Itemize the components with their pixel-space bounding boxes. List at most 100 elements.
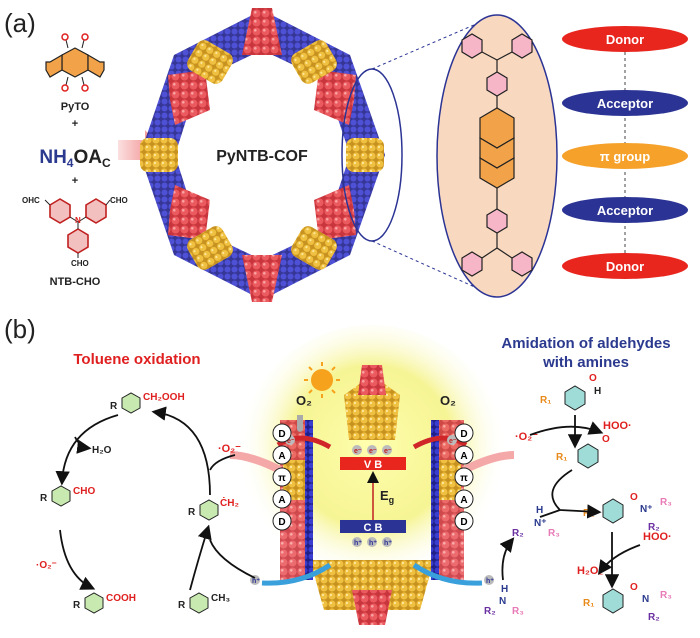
amine-h: H [501, 584, 508, 595]
h2o-label: H₂O [92, 445, 112, 456]
o2-label-left: O₂ [296, 393, 312, 408]
svg-text:h⁺: h⁺ [354, 540, 362, 547]
cof-label: PyNTB-COF [216, 148, 308, 165]
aminium-n: N⁺ [534, 518, 547, 529]
r1-label: R₁ [540, 395, 551, 406]
superoxide-label-left: ·O₂⁻ [218, 443, 241, 455]
hoo-label-top: HOO· [603, 420, 632, 432]
electron-arrow-right [412, 435, 468, 450]
superoxide-arrow-right [462, 451, 515, 474]
r-group: R [110, 401, 118, 412]
r1-label: R₁ [556, 452, 567, 463]
svg-text:π: π [460, 473, 468, 484]
hole-arrow-right [412, 562, 483, 586]
da-stack-left: D A π A D [272, 423, 292, 531]
svg-text:e⁻: e⁻ [287, 438, 295, 445]
svg-text:A: A [278, 451, 285, 462]
pyto-label: PyTO [61, 101, 90, 113]
dashed-connector [371, 14, 498, 70]
ntb-cho-label: NTB-CHO [50, 276, 101, 288]
r2-label: R₂ [648, 612, 660, 623]
svg-text:e⁻: e⁻ [354, 448, 362, 455]
svg-text:h⁺: h⁺ [369, 540, 377, 547]
sun-icon [304, 362, 340, 398]
bandgap-label: Eg [380, 488, 394, 505]
cooh-label: COOH [106, 593, 136, 604]
nh4oac-label: NH4OAC [39, 147, 111, 170]
r1-label: R₁ [583, 598, 594, 609]
valence-band [340, 457, 406, 470]
r3-label: R₃ [548, 528, 560, 539]
r2-label: R₂ [648, 522, 660, 533]
cho-label: CHO [110, 196, 128, 205]
svg-text:D: D [460, 517, 467, 528]
svg-text:h⁺: h⁺ [384, 540, 392, 547]
vb-label: V B [364, 459, 382, 471]
block-donor-bottom: Donor [562, 253, 688, 279]
panel-a-label: (a) [4, 8, 36, 38]
plus-sign: + [72, 175, 78, 187]
acyl-o: O [602, 434, 610, 445]
svg-text:D: D [278, 429, 285, 440]
toluene-oxidation-title: Toluene oxidation [73, 351, 200, 368]
amide-o: O [630, 492, 638, 503]
svg-text:Acceptor: Acceptor [597, 203, 653, 218]
da-stack-right: D A π A D [454, 423, 474, 531]
ohc-label: OHC [22, 196, 40, 205]
o2-label-right: O₂ [440, 393, 456, 408]
hole-arrow-left [261, 562, 332, 586]
r-group: R [188, 507, 196, 518]
h2o2-label: H₂O₂ [577, 565, 603, 577]
r3-label: R₃ [660, 590, 672, 601]
block-acceptor-bottom: Acceptor [562, 197, 688, 223]
ch2ooh-label: CH₂OOH [143, 392, 185, 403]
cho-product-label: CHO [73, 486, 95, 497]
svg-text:A: A [460, 451, 467, 462]
amidation-title-line1: Amidation of aldehydes [501, 335, 670, 352]
aldehyde-o: O [589, 373, 597, 384]
r3-label: R₃ [660, 497, 672, 508]
cho-label-bottom: CHO [71, 259, 89, 268]
svg-text:Donor: Donor [606, 259, 644, 274]
amidation-arrows [499, 415, 641, 589]
toluene-cycle [51, 392, 219, 614]
svg-text:h⁺: h⁺ [252, 578, 260, 585]
hoo-label-bottom: HOO· [643, 531, 672, 543]
r-group: R [73, 600, 81, 611]
svg-text:D: D [460, 429, 467, 440]
superoxide-label-cycle: ·O₂⁻ [36, 560, 57, 571]
ch3-label: CH₃ [211, 593, 230, 604]
svg-text:h⁺: h⁺ [486, 578, 494, 585]
block-donor-top: Donor [562, 26, 688, 52]
pyto-structure [45, 33, 105, 92]
svg-text:N: N [75, 216, 81, 225]
r1-label: R₁ [583, 508, 594, 519]
svg-text:π: π [278, 473, 286, 484]
r-group: R [40, 493, 48, 504]
svg-text:D: D [278, 517, 285, 528]
svg-text:Donor: Donor [606, 32, 644, 47]
r-group: R [178, 600, 186, 611]
amine-n: N [499, 596, 506, 607]
amide-o: O [630, 582, 638, 593]
n-plus-label: N⁺ [640, 504, 653, 515]
r2-label: R₂ [512, 528, 524, 539]
block-acceptor-top: Acceptor [562, 90, 688, 116]
cof-ring-model [140, 8, 385, 302]
conduction-band [340, 520, 406, 533]
aldehyde-h: H [594, 386, 601, 397]
cof-pore-model [280, 365, 464, 625]
amidation-title-line2: with amines [542, 354, 629, 371]
ntb-cho-structure: N [44, 198, 111, 258]
svg-text:A: A [278, 495, 285, 506]
r3-label: R₃ [512, 606, 524, 617]
donor-acceptor-monomer [461, 33, 533, 277]
svg-text:e⁻: e⁻ [449, 438, 457, 445]
svg-text:Acceptor: Acceptor [597, 96, 653, 111]
amidation-scheme [564, 385, 624, 614]
svg-text:π group: π group [600, 149, 650, 164]
electron-arrow-left [276, 435, 332, 450]
block-pi-group: π group [562, 143, 688, 169]
